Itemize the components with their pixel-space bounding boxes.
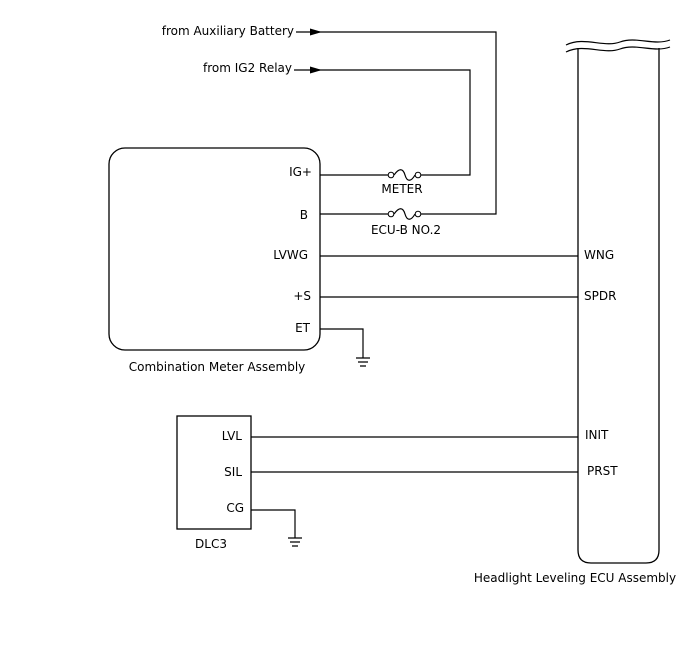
fuse-ecu-b-label: ECU-B NO.2 <box>371 223 441 237</box>
terminal-et-label: ET <box>295 321 311 335</box>
terminal-lvwg-label: LVWG <box>273 248 308 262</box>
headlight-ecu-box <box>577 48 660 564</box>
ecu-break-mark-upper <box>565 39 671 46</box>
aux-battery-arrowhead <box>310 28 322 36</box>
terminal-spdr-label: SPDR <box>584 289 616 303</box>
combination-meter-name: Combination Meter Assembly <box>129 360 306 374</box>
fuse-meter-label: METER <box>381 182 422 196</box>
ground-symbol-meter <box>320 328 370 367</box>
source-ig2-relay-label: from IG2 Relay <box>203 61 292 75</box>
terminal-cg-label: CG <box>226 501 244 515</box>
terminal-wng-label: WNG <box>584 248 614 262</box>
wire-ig2-relay <box>322 69 471 176</box>
source-aux-battery-label: from Auxiliary Battery <box>162 24 294 38</box>
terminal-b-label: B <box>300 208 308 222</box>
terminal-lvl-label: LVL <box>222 429 243 443</box>
terminal-s-label: +S <box>293 289 311 303</box>
terminal-ig-label: IG+ <box>289 165 312 179</box>
terminal-sil-label: SIL <box>224 465 242 479</box>
terminal-init-label: INIT <box>585 428 609 442</box>
combination-meter-box <box>108 147 321 351</box>
wire-aux-battery <box>322 31 497 215</box>
dlc3-box <box>176 415 252 530</box>
ecu-break-mark-lower <box>565 46 671 53</box>
dlc3-name: DLC3 <box>195 537 227 551</box>
meter-fuse <box>320 169 422 181</box>
ecu-b-fuse <box>320 208 422 220</box>
terminal-prst-label: PRST <box>587 464 618 478</box>
ground-symbol-dlc3 <box>251 509 302 547</box>
ig2-relay-arrowhead <box>310 66 322 74</box>
headlight-ecu-name: Headlight Leveling ECU Assembly <box>474 571 676 585</box>
